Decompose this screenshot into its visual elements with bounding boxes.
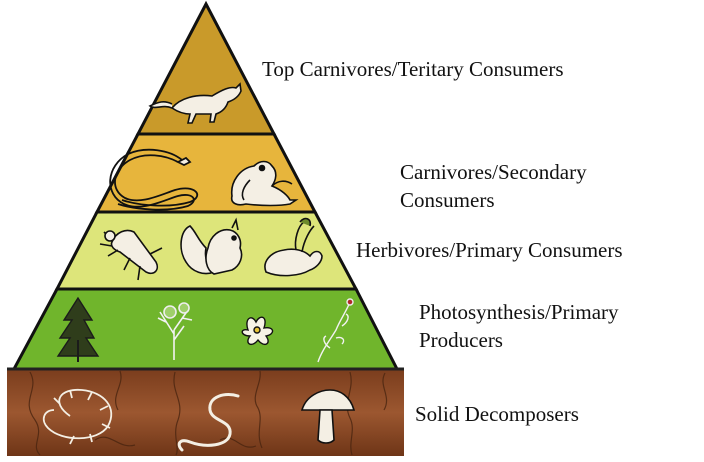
level-producers-label-line-2: Producers xyxy=(419,326,619,354)
level-secondary-label-line-1: Carnivores/Secondary xyxy=(400,158,587,186)
level-primary-label: Herbivores/Primary Consumers xyxy=(356,236,623,264)
level-producers-label: Photosynthesis/Primary Producers xyxy=(419,298,619,354)
level-top-label: Top Carnivores/Teritary Consumers xyxy=(262,55,564,83)
level-decomposers-label: Solid Decomposers xyxy=(415,400,579,428)
level-producers-label-line-1: Photosynthesis/Primary xyxy=(419,298,619,326)
level-primary-label-line-1: Herbivores/Primary Consumers xyxy=(356,236,623,264)
level-decomposers-label-line-1: Solid Decomposers xyxy=(415,400,579,428)
level-secondary-label: Carnivores/Secondary Consumers xyxy=(400,158,587,214)
level-top-label-line-1: Top Carnivores/Teritary Consumers xyxy=(262,55,564,83)
level-secondary-label-line-2: Consumers xyxy=(400,186,587,214)
